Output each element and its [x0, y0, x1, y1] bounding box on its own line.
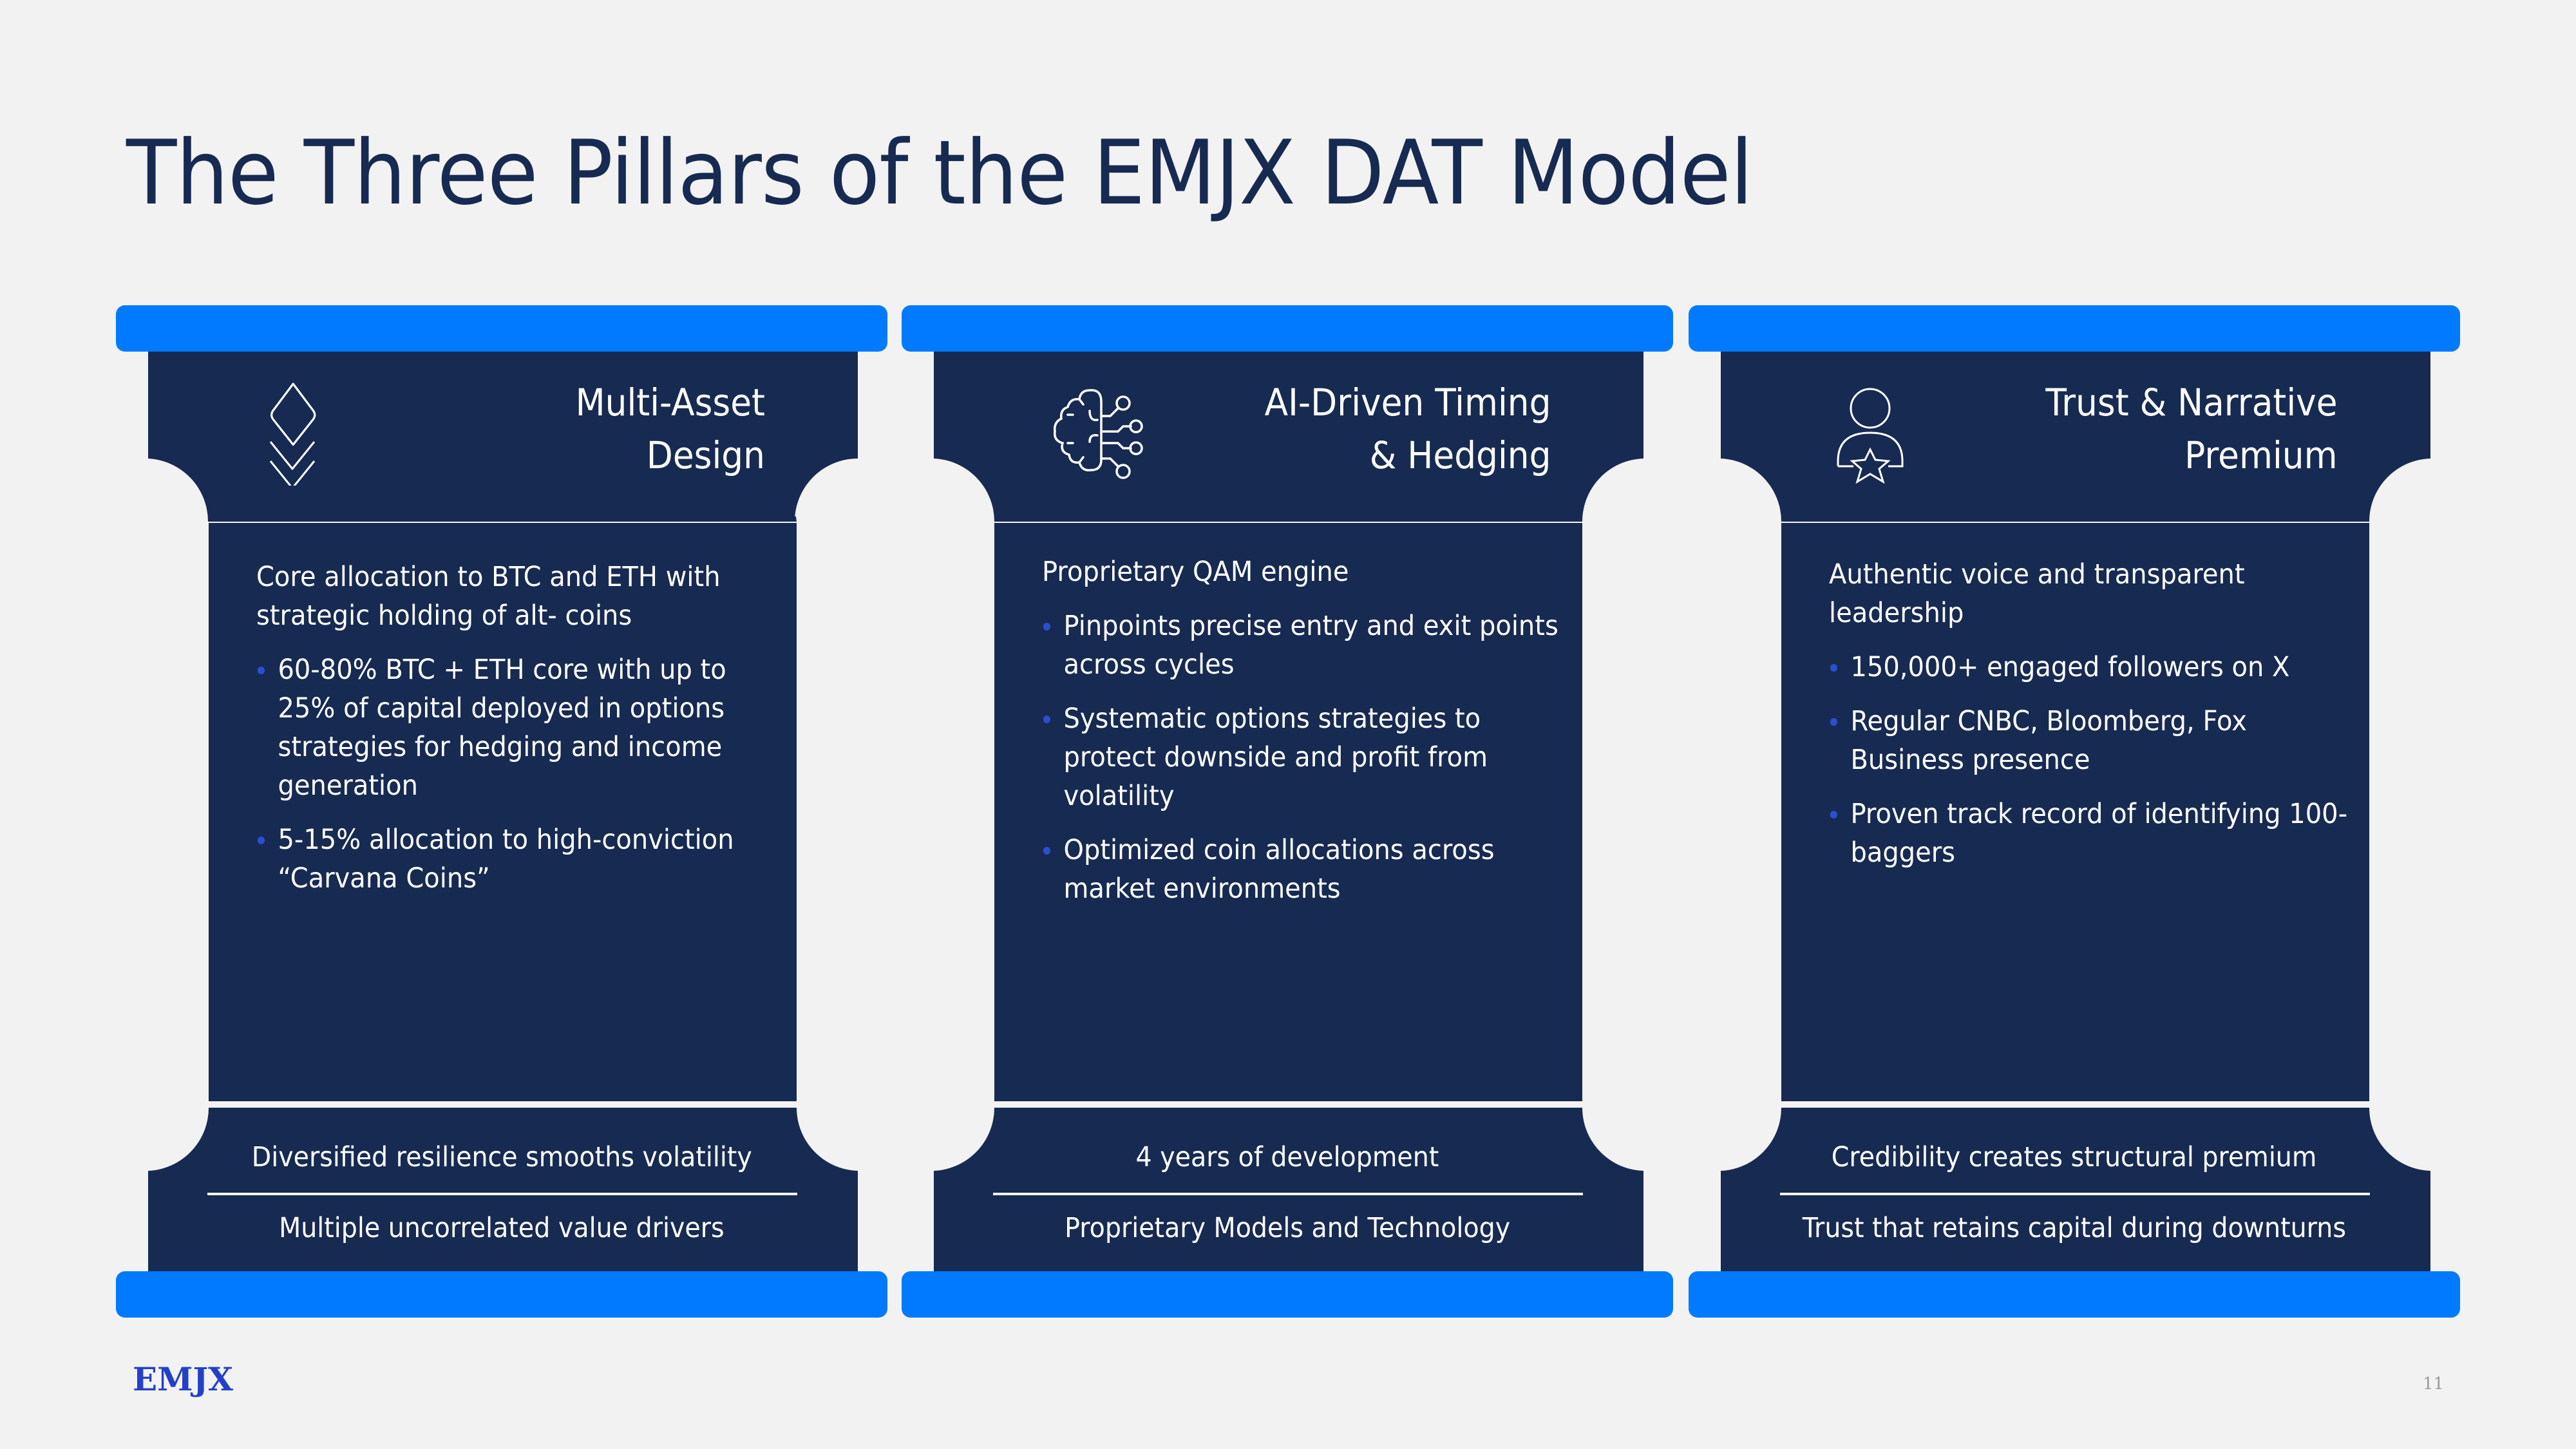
pillar-title-line1: Trust & Narrative	[2045, 381, 2338, 424]
pillar-lead: Proprietary QAM engine	[1042, 556, 1349, 588]
bullet-item: Systematic options strategies to protect…	[1042, 699, 1575, 815]
bullet-item: 60-80% BTC + ETH core with up to 25% of …	[256, 650, 789, 805]
pillar-title-line1: AI-Driven Timing	[1264, 381, 1551, 424]
pillar-footer-bottom: Trust that retains capital during downtu…	[1689, 1212, 2460, 1244]
bullet-text: 60-80% BTC + ETH core with up to 25% of …	[278, 654, 726, 802]
bullet-text: Regular CNBC, Bloomberg, Fox Business pr…	[1850, 705, 2247, 776]
pillar-top-cap	[902, 305, 1673, 352]
slide-title: The Three Pillars of the EMJX DAT Model	[126, 121, 1753, 225]
pillar-footer-bottom-text: Trust that retains capital during downtu…	[1802, 1212, 2347, 1244]
bullet-dot	[1830, 811, 1838, 819]
bullet-dot	[1043, 623, 1051, 630]
pillar-body: Authentic voice and transparent leadersh…	[1829, 555, 2357, 887]
pillar-footer-bottom-text: Proprietary Models and Technology	[1064, 1212, 1511, 1244]
pillar-footer-top: Credibility creates structural premium	[1689, 1141, 2460, 1173]
pillar-top-cap	[1689, 305, 2460, 352]
emjx-logo: EMJX	[133, 1360, 233, 1398]
bullet-item: Pinpoints precise entry and exit points …	[1042, 607, 1575, 684]
pillar-shape	[1721, 352, 2430, 1271]
pillar-lead: Authentic voice and transparent leadersh…	[1829, 558, 2245, 629]
pillar-title: Trust & Narrative Premium	[2046, 376, 2338, 482]
pillar-footer-bottom: Multiple uncorrelated value drivers	[116, 1212, 887, 1244]
bullet-text: Proven track record of identifying 100-b…	[1850, 798, 2348, 869]
bullet-text: Systematic options strategies to protect…	[1063, 703, 1488, 812]
footer-divider	[993, 1193, 1583, 1195]
pillar-shape	[148, 352, 858, 1271]
footer-divider	[1780, 1193, 2370, 1195]
pillar-title: AI-Driven Timing & Hedging	[1264, 376, 1551, 482]
pillar-footer-top-text: 4 years of development	[1135, 1141, 1439, 1173]
pillar-bottom-cap	[1689, 1271, 2460, 1318]
bullet-text: 150,000+ engaged followers on X	[1850, 651, 2290, 683]
bullet-dot	[1830, 718, 1838, 726]
bullet-dot	[1043, 715, 1051, 723]
pillar-top-cap	[116, 305, 887, 352]
pillar-title-line2: Design	[646, 433, 765, 477]
pillar-lead: Core allocation to BTC and ETH with stra…	[256, 561, 721, 632]
pillar-bottom-cap	[116, 1271, 887, 1318]
pillar-body: Core allocation to BTC and ETH with stra…	[256, 558, 784, 913]
pillar-shape	[934, 352, 1643, 1271]
pillar-title: Multi-Asset Design	[576, 376, 765, 482]
pillar-title-line2: & Hedging	[1369, 433, 1551, 477]
bullet-text: 5-15% allocation to high-conviction “Car…	[278, 824, 734, 895]
pillar-footer-top-text: Credibility creates structural premium	[1832, 1141, 2317, 1173]
pillar-title-line2: Premium	[2184, 433, 2338, 477]
bullet-dot	[1043, 847, 1051, 855]
pillar-footer-top-text: Diversified resilience smooths volatilit…	[251, 1141, 752, 1173]
pillar-ai-driven: AI-Driven Timing & Hedging Proprietary Q…	[902, 305, 1673, 1318]
bullet-dot	[257, 667, 265, 674]
bullet-dot	[257, 837, 265, 844]
pillar-multi-asset: Multi-Asset Design Core allocation to BT…	[116, 305, 887, 1318]
bullet-item: Regular CNBC, Bloomberg, Fox Business pr…	[1829, 702, 2362, 779]
bullet-item: 5-15% allocation to high-conviction “Car…	[256, 820, 789, 898]
ai-brain-icon	[1053, 389, 1143, 479]
layers-icon	[269, 383, 316, 486]
footer-divider	[207, 1193, 797, 1195]
bullet-text: Optimized coin allocations across market…	[1063, 834, 1495, 905]
page-number: 11	[2423, 1374, 2445, 1394]
pillar-footer-top: 4 years of development	[902, 1141, 1673, 1173]
pillar-bottom-cap	[902, 1271, 1673, 1318]
bullet-item: Optimized coin allocations across market…	[1042, 831, 1575, 908]
bullet-dot	[1830, 664, 1838, 672]
person-star-icon	[1837, 388, 1904, 484]
pillar-footer-top: Diversified resilience smooths volatilit…	[116, 1141, 887, 1173]
pillar-footer-bottom: Proprietary Models and Technology	[902, 1212, 1673, 1244]
pillar-trust-narrative: Trust & Narrative Premium Authentic voic…	[1689, 305, 2460, 1318]
pillar-body: Proprietary QAM engine Pinpoints precise…	[1042, 553, 1570, 923]
bullet-item: 150,000+ engaged followers on X	[1829, 648, 2362, 687]
pillar-title-line1: Multi-Asset	[575, 381, 765, 424]
bullet-text: Pinpoints precise entry and exit points …	[1063, 610, 1558, 681]
pillar-footer-bottom-text: Multiple uncorrelated value drivers	[279, 1212, 724, 1244]
bullet-item: Proven track record of identifying 100-b…	[1829, 795, 2362, 872]
